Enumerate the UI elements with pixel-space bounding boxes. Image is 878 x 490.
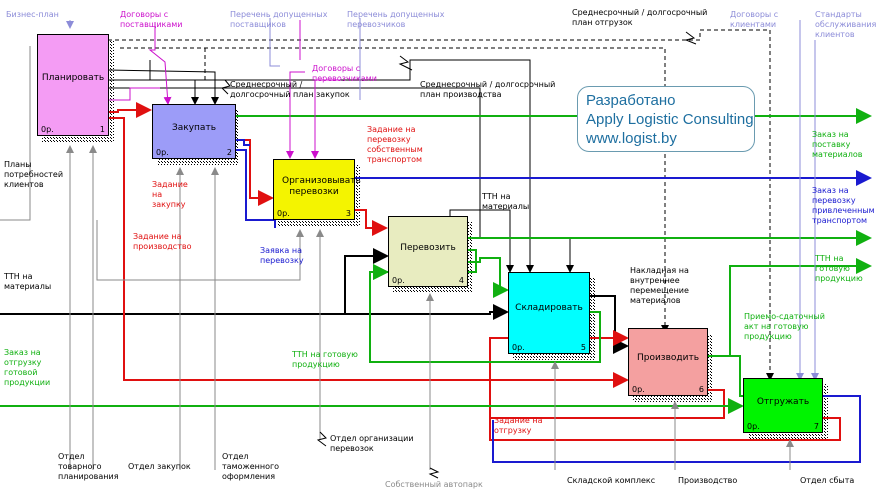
block-produce-title: Производить (636, 353, 700, 363)
block-transport-cost: 0р. (392, 276, 405, 285)
label-own-fleet: Собственный автопарк (385, 480, 483, 489)
block-produce-cost: 0р. (632, 385, 645, 394)
label-warehouse: Складской комплекс (567, 476, 656, 485)
callout-line-3: www.logist.by (586, 130, 677, 147)
label-internal-waybill: Накладная на внутреннее перемещение мате… (630, 266, 689, 305)
magenta-flows (108, 20, 340, 159)
callout-line-2: Apply Logistic Consulting (586, 111, 754, 128)
block-organize-transport[interactable]: Организовывать перевозки 0р. 3 (273, 159, 361, 220)
block-purchase[interactable]: Закупать 0р. 2 (152, 104, 236, 159)
label-transport-request: Заявка на перевозку (260, 246, 304, 265)
block-purchase-number: 2 (226, 148, 232, 157)
label-order-shipment: Заказ на отгрузку готовой продукции (4, 348, 51, 387)
label-dept-transport: Отдел организации перевозок (330, 434, 414, 453)
blue-flows (236, 139, 872, 463)
label-approved-carriers: Перечень допущенных перевозчиков (347, 10, 445, 29)
label-task-own-transport: Задание на перевозку собственным транспо… (367, 125, 423, 164)
block-transport-number: 4 (458, 276, 464, 285)
block-transport-title: Перевозить (400, 243, 456, 253)
label-contracts-carriers: Договоры с перевозчиками (312, 64, 377, 83)
callout-line-1: Разработано (586, 92, 676, 109)
block-plan-cost: 0р. (41, 125, 54, 134)
label-acceptance-act: Приемо-сдаточный акт на готовую продукци… (744, 312, 825, 341)
label-task-shipment: Задание на отгрузку (494, 416, 543, 435)
block-storage-cost: 0р. (512, 343, 525, 352)
label-ttn-materials-mid: ТТН на материалы (482, 192, 530, 211)
label-service-standards: Стандарты обслуживания клиентов (815, 10, 877, 39)
block-produce-number: 6 (698, 385, 704, 394)
label-mid-long-production: Среднесрочный / долгосрочный план произв… (420, 80, 556, 99)
label-production: Производство (678, 476, 738, 485)
label-dept-commodity: Отдел товарного планирования (58, 452, 119, 481)
block-organize-transport-number: 3 (345, 209, 351, 218)
block-ship-cost: 0р. (747, 422, 760, 431)
label-approved-suppliers: Перечень допущенных поставщиков (230, 10, 328, 29)
label-ttn-finished-mid: ТТН на готовую продукцию (292, 350, 358, 369)
label-mid-long-shipments: Среднесрочный / долгосрочный план отгруз… (572, 8, 708, 27)
label-mid-long-purchase: Среднесрочный / долгосрочный план закупо… (230, 80, 350, 99)
block-ship-title: Отгружать (756, 397, 810, 407)
lightblue-controls (66, 18, 819, 381)
label-order-delivery: Заказ на поставку материалов (812, 130, 863, 159)
block-ship-number: 7 (813, 422, 819, 431)
label-task-production: Задание на производство (133, 232, 192, 251)
block-organize-transport-cost: 0р. (277, 209, 290, 218)
block-purchase-cost: 0р. (156, 148, 169, 157)
label-task-purchase: Задание на закупку (152, 180, 188, 209)
block-storage-number: 5 (580, 343, 586, 352)
block-plan-number: 1 (99, 125, 105, 134)
label-ttn-materials-left: ТТН на материалы (4, 272, 52, 291)
gray-mechanisms (0, 46, 794, 470)
block-organize-transport-title: Организовывать перевозки (282, 176, 361, 197)
label-contracts-suppliers: Договоры с поставщиками (120, 10, 183, 29)
label-dept-customs: Отдел таможенного оформления (222, 452, 280, 481)
label-dept-sales: Отдел сбыта (800, 476, 855, 485)
block-storage[interactable]: Складировать 0р. 5 (508, 272, 590, 354)
block-plan-title: Планировать (41, 73, 105, 83)
black-thick-flows (0, 248, 629, 354)
block-storage-title: Складировать (515, 303, 583, 313)
block-purchase-title: Закупать (172, 123, 216, 133)
label-ttn-finished: ТТН на готовую продукцию (815, 254, 863, 283)
label-contracts-clients: Договоры с клиентами (730, 10, 779, 29)
block-plan[interactable]: Планировать 0р. 1 (37, 34, 109, 136)
label-dept-purchase: Отдел закупок (128, 462, 191, 471)
label-client-needs: Планы потребностей клиентов (4, 160, 64, 189)
block-transport[interactable]: Перевозить 0р. 4 (388, 216, 468, 287)
label-business-plan: Бизнес-план (6, 10, 59, 19)
block-ship[interactable]: Отгружать 0р. 7 (743, 378, 823, 433)
label-order-hired-transport: Заказ на перевозку привлеченным транспор… (812, 186, 875, 225)
block-produce[interactable]: Производить 0р. 6 (628, 328, 708, 396)
developer-callout: Разработано Apply Logistic Consulting ww… (577, 86, 755, 152)
